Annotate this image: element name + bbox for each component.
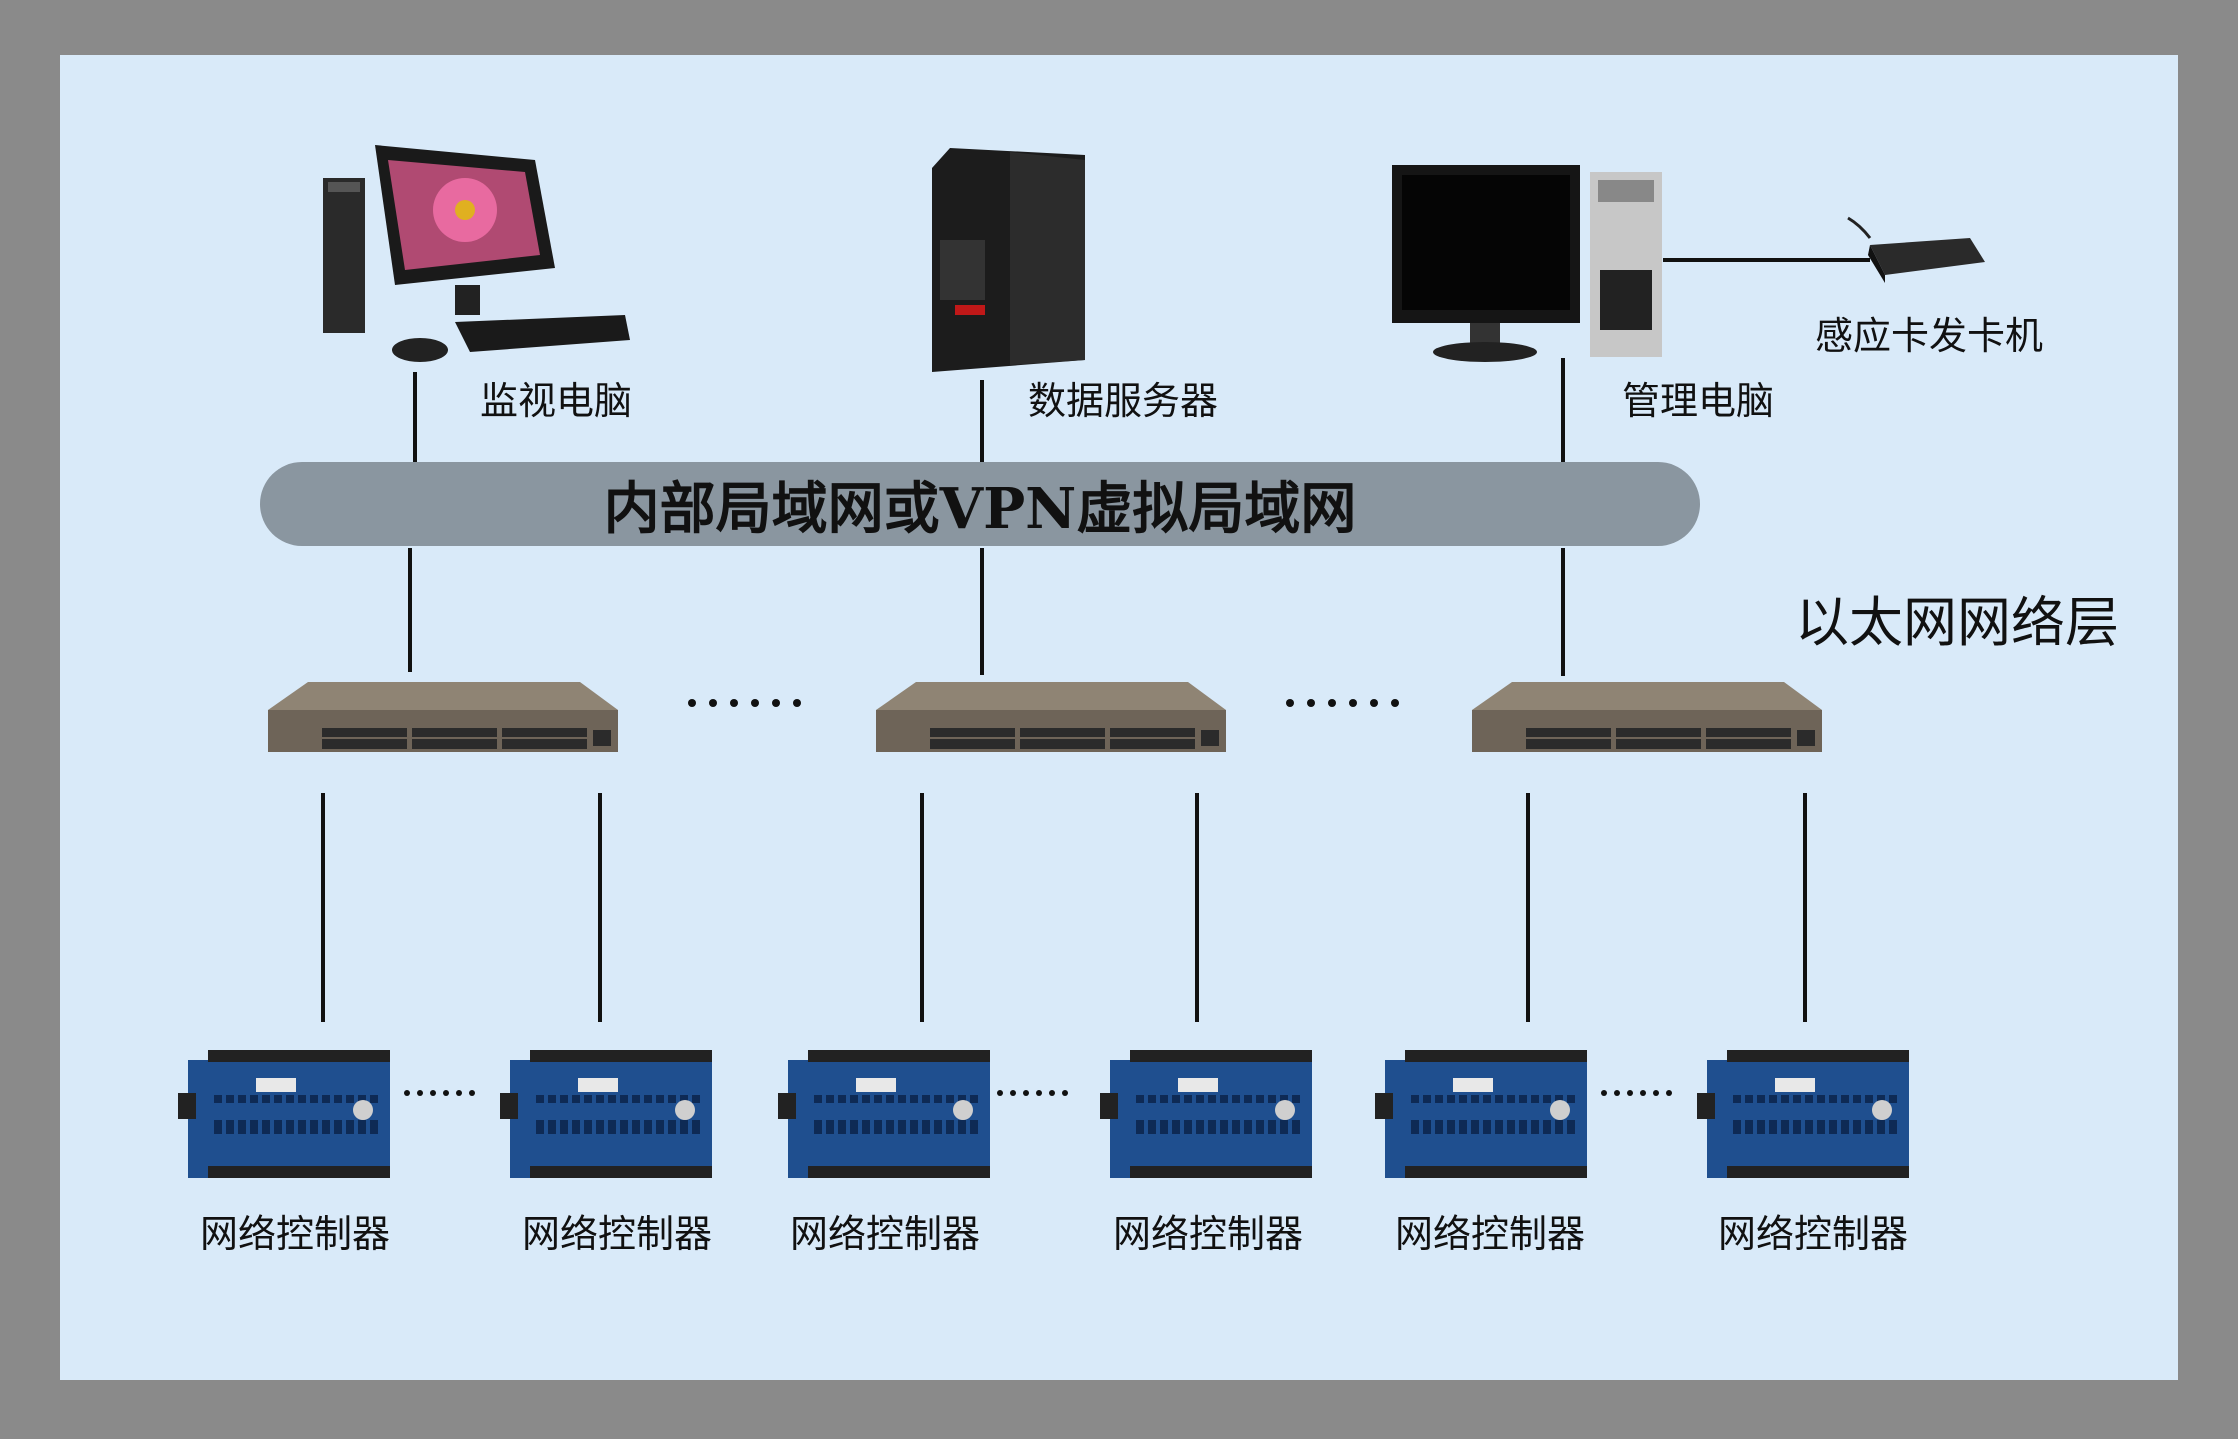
device-connections — [413, 258, 1870, 463]
server-icon — [932, 148, 1085, 372]
controller-label: 网络控制器 — [790, 1212, 981, 1256]
switch-1 — [268, 682, 618, 752]
admin-pc-label: 管理电脑 — [1622, 379, 1775, 423]
lan-bar — [260, 462, 1700, 546]
controller-board-icon — [500, 1050, 712, 1178]
admin-pc-icon — [1392, 165, 1662, 362]
controller-board-icon — [1697, 1050, 1909, 1178]
monitor-pc-icon — [323, 145, 630, 362]
controller-links — [321, 793, 1807, 1022]
controller-label: 网络控制器 — [1395, 1212, 1586, 1256]
data-server-label: 数据服务器 — [1028, 379, 1219, 423]
controller-label: 网络控制器 — [522, 1212, 713, 1256]
controller-board-icon — [1375, 1050, 1587, 1178]
switch-3 — [1472, 682, 1822, 752]
card-issuer-icon — [1847, 216, 1985, 283]
controller-ellipsis — [404, 1090, 1672, 1096]
controller-boards — [178, 1050, 1909, 1178]
monitor-pc-label: 监视电脑 — [480, 379, 633, 423]
controller-label: 网络控制器 — [1113, 1212, 1304, 1256]
controller-label: 网络控制器 — [1718, 1212, 1909, 1256]
switch-uplinks — [408, 548, 1565, 676]
lan-label: 内部局域网或VPN虚拟局域网 — [603, 475, 1357, 542]
switch-2 — [876, 682, 1226, 752]
switch-ellipsis — [688, 699, 1399, 707]
controller-board-icon — [778, 1050, 990, 1178]
controller-label: 网络控制器 — [200, 1212, 391, 1256]
card-issuer-label: 感应卡发卡机 — [1815, 314, 2044, 358]
ethernet-layer-label: 以太网网络层 — [1795, 591, 2119, 654]
controller-board-icon — [178, 1050, 390, 1178]
controller-board-icon — [1100, 1050, 1312, 1178]
